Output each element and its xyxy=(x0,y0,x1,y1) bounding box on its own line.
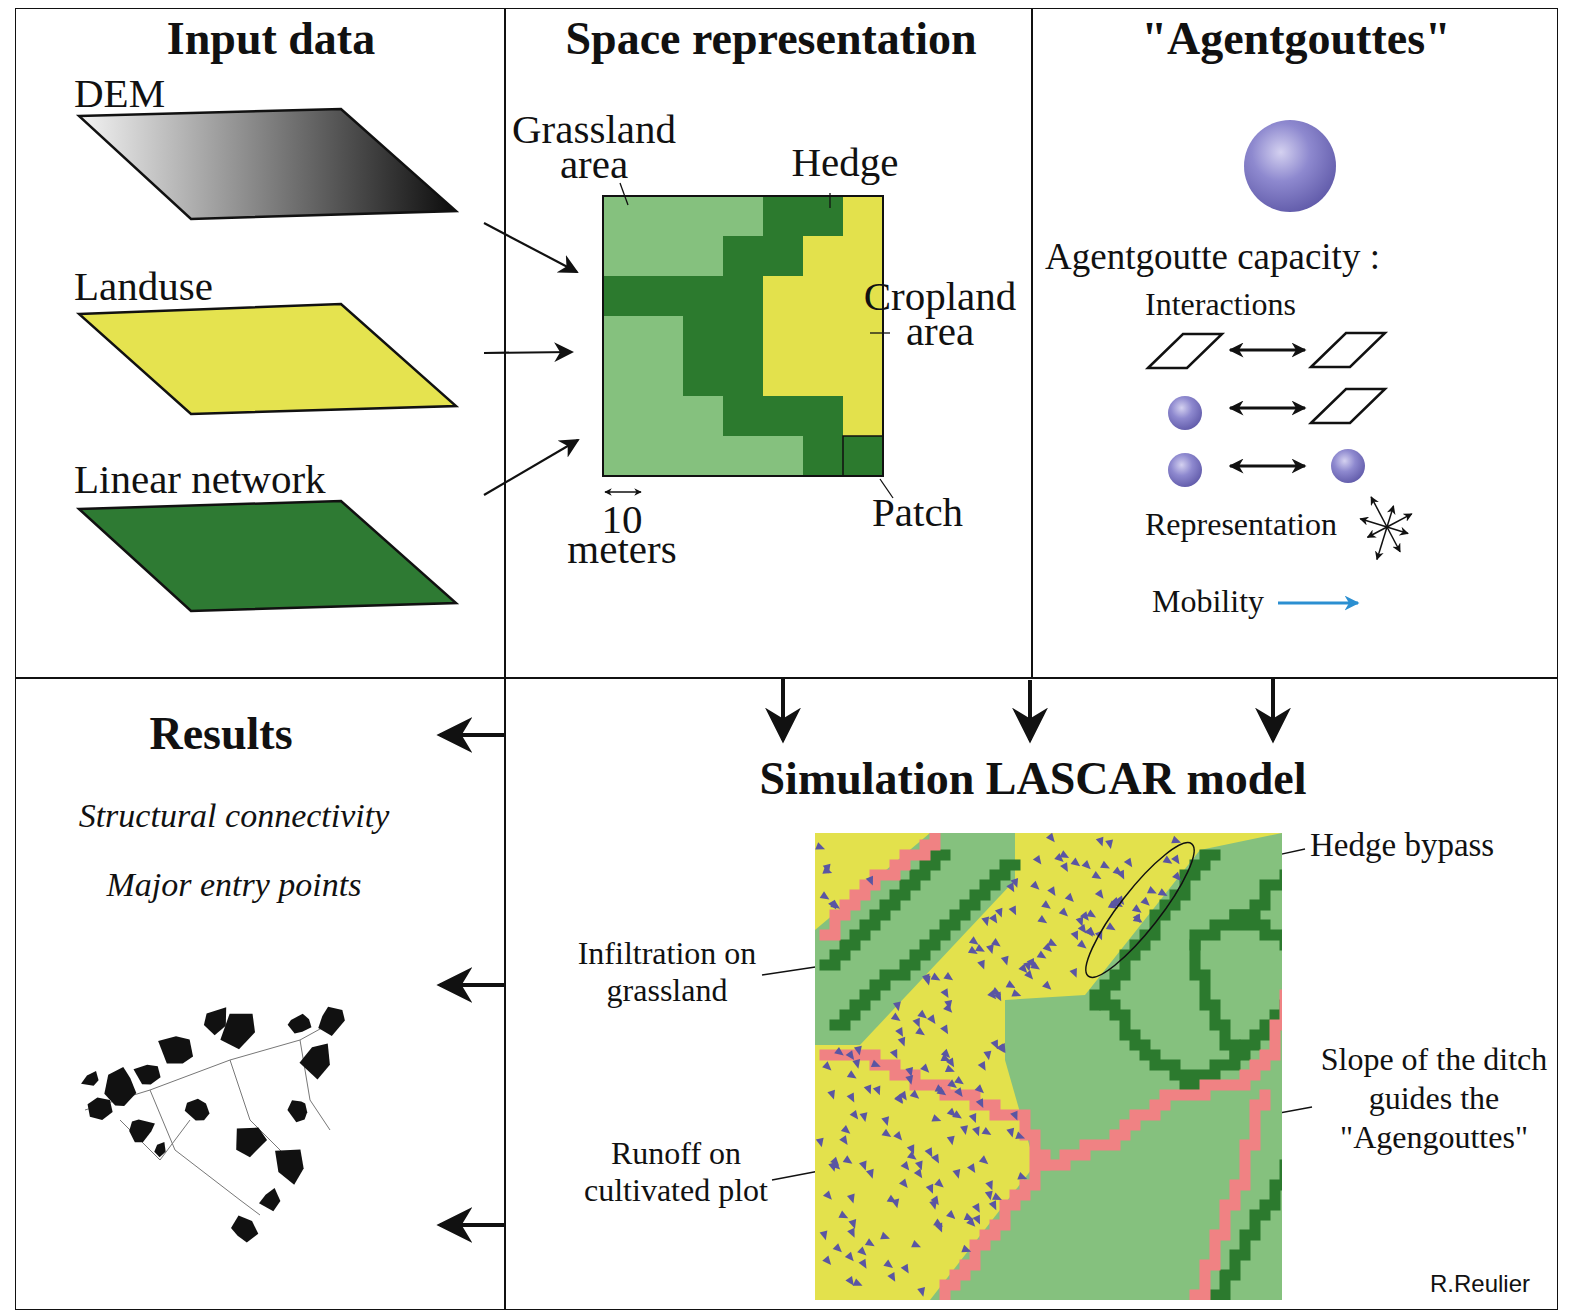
simulation-map xyxy=(815,833,1282,1300)
landscape-grid xyxy=(603,196,883,476)
network-layer: Linear network xyxy=(71,455,461,615)
callout-label: Slope of the ditch guides the "Agengoutt… xyxy=(1314,1040,1554,1157)
dem-layer: DEM xyxy=(71,69,461,224)
callout-label: Mobility xyxy=(1152,584,1264,619)
watermark: R.Reulier xyxy=(1430,1271,1530,1297)
scale-bar xyxy=(605,491,641,493)
flow-arrow xyxy=(484,223,577,272)
layer-label: Linear network xyxy=(74,457,326,502)
callout-label: Cropland area xyxy=(855,279,1025,349)
leader-line xyxy=(870,332,890,333)
panel-title: Space representation xyxy=(521,14,1021,65)
flow-arrow xyxy=(440,733,505,737)
input-panel: Input dataDEM LanduseLinear network xyxy=(15,8,505,678)
results-panel: ResultsStructural connectivityMajor entr… xyxy=(15,678,505,1310)
flow-arrow xyxy=(1271,678,1275,740)
callout-label: Runoff on cultivated plot xyxy=(571,1135,781,1209)
flow-arrow xyxy=(484,352,572,353)
connectivity-map xyxy=(81,1007,345,1243)
agent-panel: "Agentgouttes" xyxy=(1032,8,1558,678)
flow-arrow xyxy=(781,678,785,740)
leader-line xyxy=(620,183,628,205)
landuse-layer: Landuse xyxy=(71,262,461,417)
callout-label: Grassland area xyxy=(504,112,684,182)
callout-label: Infiltration on grassland xyxy=(567,935,767,1009)
flow-arrow xyxy=(484,440,578,495)
panel-title: Results xyxy=(71,709,371,760)
callout-label: Hedge bypass xyxy=(1310,827,1494,863)
callout-label: Patch xyxy=(872,490,963,535)
layer-label: DEM xyxy=(74,71,165,116)
leader-line xyxy=(829,193,830,208)
result-item: Major entry points xyxy=(31,866,437,903)
highlight-ellipse xyxy=(1073,831,1208,988)
callout-label: Hedge xyxy=(780,140,910,185)
panel-title: Input data xyxy=(71,14,471,65)
layer-label: Landuse xyxy=(74,264,213,309)
flow-arrow xyxy=(1028,680,1032,740)
panel-title: "Agentgouttes" xyxy=(1046,14,1546,65)
flow-arrow xyxy=(440,983,505,987)
callout-label: Interactions xyxy=(1145,287,1296,322)
callout-label: Agentgoutte capacity : xyxy=(1045,237,1380,278)
panel-title: Simulation LASCAR model xyxy=(701,754,1365,805)
flow-arrow xyxy=(440,1223,505,1227)
callout-label: 10 meters xyxy=(557,505,687,564)
leader-line xyxy=(762,966,822,975)
result-item: Structural connectivity xyxy=(31,797,437,834)
callout-label: Representation xyxy=(1145,507,1337,542)
